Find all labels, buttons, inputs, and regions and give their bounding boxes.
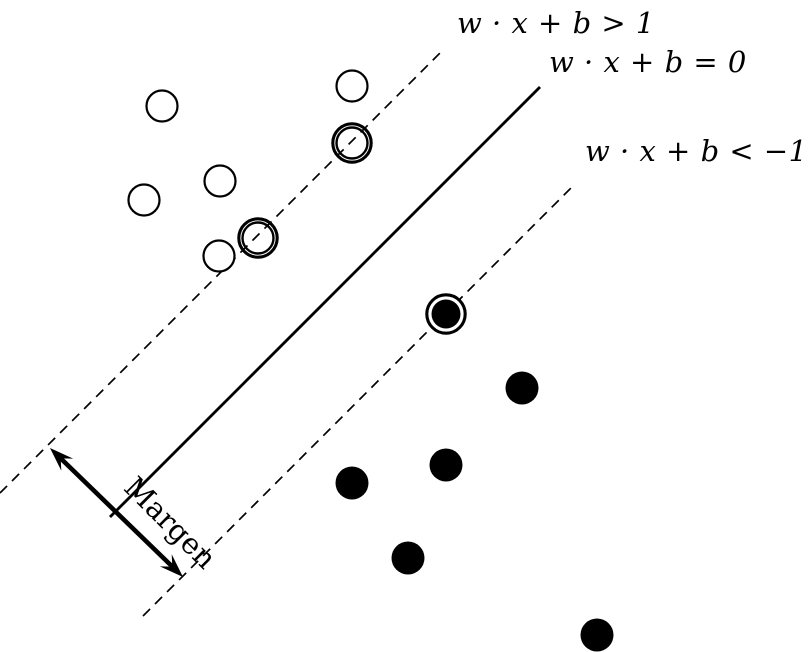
support-vector-ring <box>331 122 373 164</box>
negative-data-point <box>580 618 614 652</box>
positive-data-point <box>335 69 369 103</box>
negative-data-point <box>335 466 369 500</box>
negative-class-points <box>335 371 614 652</box>
positive-support-vector-point <box>335 126 369 160</box>
negative-support-vectors <box>425 293 467 335</box>
positive-data-point <box>203 164 237 198</box>
negative-data-point <box>429 448 463 482</box>
positive-data-point <box>145 89 179 123</box>
positive-class-points <box>127 69 369 273</box>
negative-data-point <box>391 541 425 575</box>
positive-support-vectors <box>237 122 373 259</box>
negative-data-point <box>505 371 539 405</box>
margin-lines-group <box>0 49 573 617</box>
margin-arrow-shaft <box>58 456 175 569</box>
positive-support-vector-point <box>241 221 275 255</box>
margin-width-arrow <box>50 448 183 577</box>
positive-data-point <box>127 183 161 217</box>
margin-arrowhead-upper <box>50 448 74 471</box>
margin-arrowhead-lower <box>159 554 183 577</box>
label-decision-boundary: w · x + b = 0 <box>549 45 747 79</box>
negative-support-vector-point <box>431 299 461 329</box>
positive-data-point <box>202 239 236 273</box>
support-vector-ring <box>237 217 279 259</box>
label-negative-region: w · x + b < −1 <box>585 134 808 168</box>
label-positive-region: w · x + b > 1 <box>457 6 655 40</box>
decision-boundary-line <box>109 86 541 518</box>
